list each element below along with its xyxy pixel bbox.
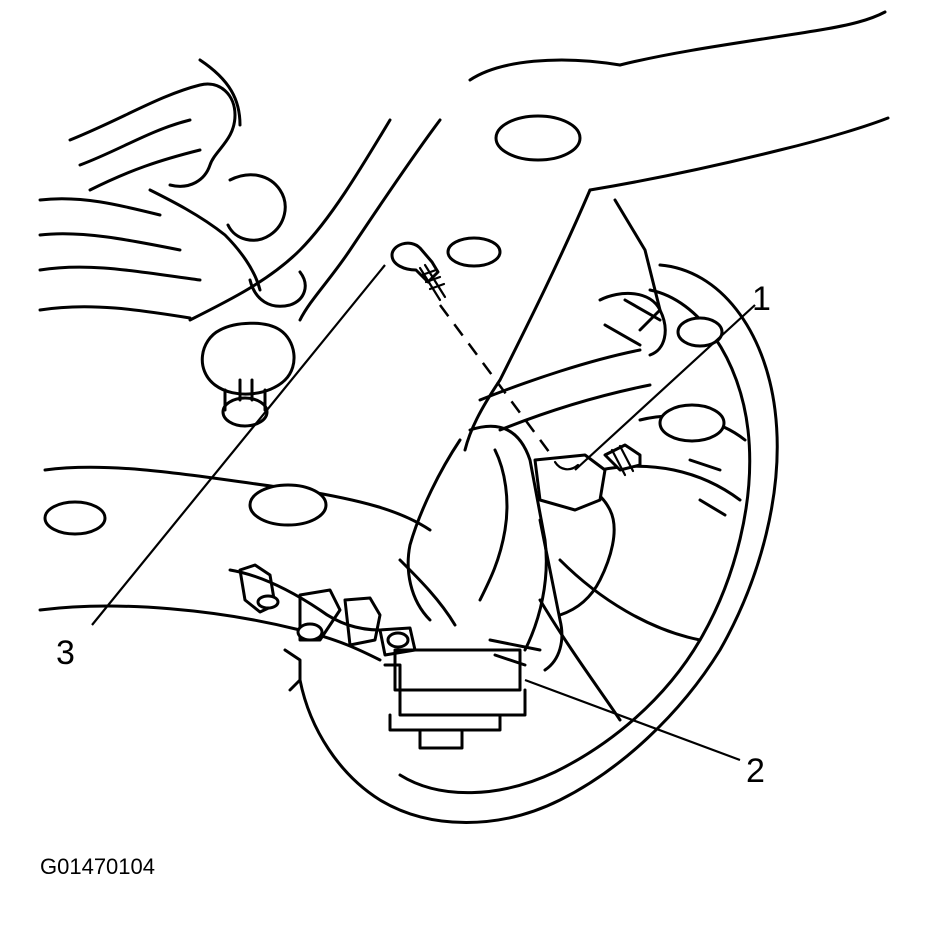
figure-id: G01470104 — [40, 854, 155, 879]
strut-body — [463, 10, 890, 452]
leader-line-1 — [574, 304, 756, 471]
lower-control-arm — [38, 58, 622, 662]
callout-3: 3 — [56, 634, 75, 672]
callout-1: 1 — [752, 280, 771, 318]
knuckle-clamp — [383, 558, 542, 750]
tie-rod-boot — [38, 58, 287, 320]
bolt-item-3 — [390, 241, 447, 302]
leader-line-3 — [91, 264, 386, 626]
brake-rotor — [298, 263, 779, 824]
lower-bolts — [238, 563, 417, 692]
leader-line-2 — [524, 678, 741, 762]
callout-2: 2 — [746, 752, 765, 790]
installation-path — [438, 304, 557, 461]
ball-joint — [200, 270, 307, 428]
bolt-item-1 — [533, 443, 642, 512]
